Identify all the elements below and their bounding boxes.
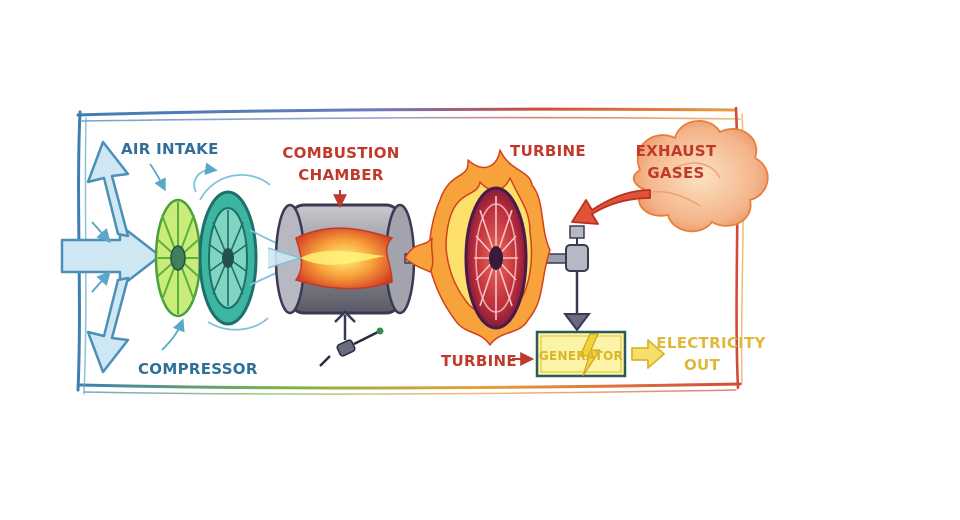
exhaust-arrow [571, 189, 651, 225]
compressor-pointer-arrow [161, 318, 185, 351]
generator-box [535, 330, 627, 378]
shaft-to-generator-arrow [563, 272, 591, 332]
compressor-label: COMPRESSOR [138, 360, 258, 378]
air-intake-label: AIR INTAKE [121, 140, 219, 158]
electricity-out-arrow [631, 339, 665, 369]
combustion-chamber-label-line2: CHAMBER [298, 166, 384, 184]
air-intake-arrows [60, 140, 162, 374]
fuel-injector-icon [319, 310, 384, 367]
exhaust-gases-label-line2: GASES [647, 164, 704, 182]
exhaust-smoke [632, 120, 769, 233]
electricity-out-label-line1: ELECTRICITY [656, 334, 766, 352]
generator-label: GENERATOR [539, 349, 623, 363]
airflow-lines [193, 162, 293, 331]
exhaust-gases-label-line1: EXHAUST [636, 142, 717, 160]
combustion-chamber-label-line1: COMBUSTION [282, 144, 399, 162]
lightning-icon [579, 333, 601, 377]
compressor-fan-front [154, 198, 202, 318]
turbine-rotor [464, 186, 528, 330]
combustion-chamber [267, 203, 416, 315]
turbine-label-bottom: TURBINE [441, 352, 517, 370]
turbine-label-top: TURBINE [510, 142, 586, 160]
electricity-out-label-line2: OUT [684, 356, 721, 374]
air-intake-pointer-arrow [149, 163, 166, 192]
compressor-fan-rear [198, 190, 258, 326]
